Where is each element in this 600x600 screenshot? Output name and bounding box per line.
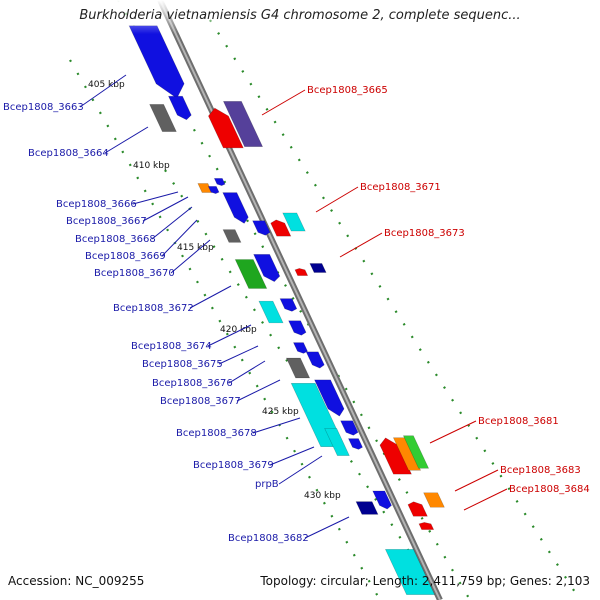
gene-leader-line <box>236 379 281 402</box>
gene-glyph-prpB <box>340 420 359 436</box>
scale-tick-label: 430 kbp <box>304 491 341 501</box>
gene-glyph-3664 <box>149 104 177 132</box>
gene-glyph-3663b <box>168 95 192 121</box>
gene-glyph-3681b <box>392 437 422 471</box>
gene-glyph-3667 <box>207 186 220 194</box>
gene-leader-line <box>339 232 383 258</box>
gene-label-left: Bcep1808_3682 <box>228 533 309 544</box>
gene-glyph-3682b <box>372 490 392 510</box>
gene-leader-line <box>132 191 179 205</box>
gene-leader-line <box>207 324 252 347</box>
chromosome-backbone-highlight <box>159 0 441 600</box>
gene-label-right: Bcep1808_3683 <box>500 465 581 476</box>
gene-label-left: Bcep1808_3674 <box>131 341 212 352</box>
scale-tick-label: 420 kbp <box>220 325 257 335</box>
gene-label-left: Bcep1808_3678 <box>176 428 257 439</box>
gene-leader-line <box>454 469 499 492</box>
gene-leader-line <box>304 516 350 539</box>
scale-tick-label: 405 kbp <box>88 80 125 90</box>
gene-glyph-prpBb <box>347 438 363 450</box>
gene-leader-line <box>463 488 508 511</box>
gene-leader-line <box>315 186 359 213</box>
gene-label-right: Bcep1808_3665 <box>307 85 388 96</box>
gene-glyph-3674 <box>258 300 284 324</box>
gene-label-left: Bcep1808_3669 <box>85 251 166 262</box>
gene-glyph-3682 <box>355 501 379 515</box>
gene-glyph-3666 <box>197 183 213 193</box>
gene-glyph-3683 <box>407 501 428 517</box>
gene-glyph-3671b <box>282 212 306 232</box>
gene-leader-line <box>189 285 232 309</box>
gene-leader-line <box>142 196 189 222</box>
gene-leader-line <box>104 126 149 154</box>
gene-glyph-3665 <box>208 107 244 149</box>
gene-label-left: Bcep1808_3677 <box>160 396 241 407</box>
gene-leader-line <box>261 89 306 116</box>
gene-leader-line <box>161 219 198 257</box>
gene-label-left: Bcep1808_3676 <box>152 378 233 389</box>
gene-glyph-3676 <box>288 320 307 336</box>
gene-leader-line <box>269 446 315 466</box>
gene-glyph-3671 <box>270 219 292 237</box>
gene-label-left: Bcep1808_3672 <box>113 303 194 314</box>
scale-tick-label: 415 kbp <box>177 243 214 253</box>
gene-leader-line <box>170 239 211 274</box>
gene-glyph-3669 <box>222 192 249 224</box>
gene-glyph-3678b <box>314 379 345 417</box>
scale-tick-label: 425 kbp <box>262 407 299 417</box>
gene-glyph-3677b <box>285 357 311 379</box>
gene-glyph-3673b <box>309 263 327 273</box>
gene-label-right: Bcep1808_3673 <box>384 228 465 239</box>
gene-glyph-3684 <box>423 492 445 508</box>
gene-leader-line <box>79 74 127 108</box>
gene-label-left: Bcep1808_3667 <box>66 216 147 227</box>
gene-label-right: Bcep1808_3671 <box>360 182 441 193</box>
gene-glyph-3675 <box>279 298 298 312</box>
gene-glyph-3681c <box>402 435 430 469</box>
gene-glyph-3668 <box>213 178 226 186</box>
gene-glyph-3673 <box>294 268 309 276</box>
gene-leader-line <box>228 360 266 384</box>
gene-glyph-3670 <box>222 229 242 243</box>
gene-label-left: Bcep1808_3666 <box>56 199 137 210</box>
gene-glyph-3672b <box>253 254 281 282</box>
map-title: Burkholderia vietnamiensis G4 chromosome… <box>79 8 521 23</box>
gene-leader-line <box>252 417 301 434</box>
gene-glyph-3677c <box>305 351 325 369</box>
gene-glyph-3684b <box>418 522 435 530</box>
top-fade <box>0 0 600 34</box>
gene-glyph-3672 <box>234 259 268 289</box>
gene-glyph-3681 <box>379 437 412 475</box>
gene-label-left: prpB <box>255 479 279 490</box>
gene-glyph-bottom <box>384 549 436 595</box>
gene-label-right: Bcep1808_3684 <box>509 484 590 495</box>
gene-leader-line <box>429 420 477 444</box>
scale-tick-label: 410 kbp <box>133 161 170 171</box>
accession-text: Accession: NC_009255 <box>8 574 145 588</box>
gene-label-left: Bcep1808_3664 <box>28 148 109 159</box>
gene-label-left: Bcep1808_3679 <box>193 460 274 471</box>
gene-leader-line <box>218 345 259 365</box>
gene-label-left: Bcep1808_3675 <box>142 359 223 370</box>
gene-glyph-3670b <box>252 220 271 236</box>
gene-glyph-3677 <box>292 342 308 354</box>
gene-label-left: Bcep1808_3670 <box>94 268 175 279</box>
gene-label-left: Bcep1808_3663 <box>3 102 84 113</box>
gene-label-right: Bcep1808_3681 <box>478 416 559 427</box>
gene-glyph-3679 <box>324 428 350 456</box>
gene-leader-line <box>278 455 323 485</box>
gene-glyph-3665b <box>222 101 264 147</box>
genome-stats-text: Topology: circular; Length: 2,411,759 bp… <box>260 574 590 588</box>
gene-label-left: Bcep1808_3668 <box>75 234 156 245</box>
gene-leader-line <box>151 206 193 240</box>
